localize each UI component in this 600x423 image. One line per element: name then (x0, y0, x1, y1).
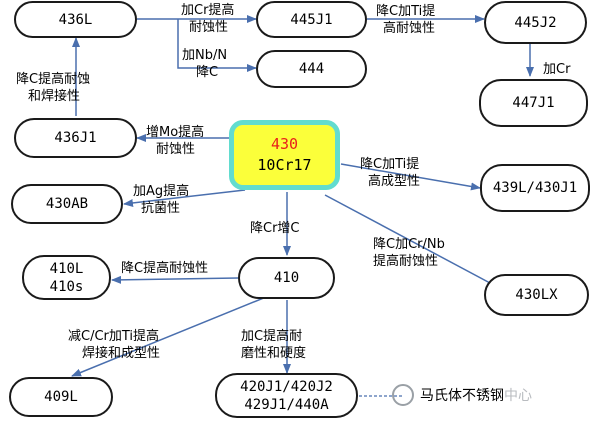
node-445J1: 445J1 (256, 1, 367, 38)
node-430-center: 430 10Cr17 (229, 120, 340, 190)
edge-410-410Ls (111, 275, 239, 284)
edge-center-439L (340, 163, 481, 191)
edge-center-430LX (324, 194, 506, 292)
node-410L-410s: 410L 410s (22, 255, 111, 300)
watermark-text: 马氏体不锈钢 (420, 388, 504, 404)
node-445J2: 445J2 (484, 1, 587, 44)
label-c-ti-forming: 降C加Ti提高成型性 (360, 157, 421, 189)
label-add-ag: 加Ag提高抗菌性 (133, 184, 190, 216)
label-add-cr: 加Cr提高耐蚀性 (181, 3, 235, 35)
center-grade-430: 430 (270, 135, 299, 153)
node-430AB: 430AB (11, 184, 123, 224)
node-430LX: 430LX (484, 274, 589, 316)
edge-center-430AB (123, 189, 246, 207)
watermark-circle-icon (392, 384, 414, 406)
watermark-tag: 马氏体不锈钢中心 (386, 379, 600, 413)
node-420-group: 420J1/420J2 429J1/440A (215, 373, 358, 418)
label-weldability: 降C提高耐蚀和焊接性 (16, 72, 91, 104)
label-hardness: 加C提高耐磨性和硬度 (241, 329, 307, 361)
label-c-corrosion: 降C提高耐蚀性 (121, 261, 209, 276)
node-444: 444 (256, 50, 367, 88)
node-436J1: 436J1 (14, 118, 137, 158)
center-grade-10cr17: 10Cr17 (257, 156, 312, 174)
node-436L: 436L (14, 1, 137, 38)
watermark-faint-text: 中心 (504, 388, 532, 404)
edge-410-409L (71, 296, 267, 377)
label-add-mo: 增Mo提高耐蚀性 (146, 125, 205, 157)
node-410: 410 (238, 257, 335, 299)
node-439L-430J1: 439L/430J1 (480, 164, 590, 212)
label-reduce-c-cr: 减C/Cr加Ti提高焊接和成型性 (68, 329, 161, 361)
node-447J1: 447J1 (479, 79, 588, 127)
edge-436L-444 (177, 19, 257, 72)
label-cr-c: 降Cr增C (250, 221, 300, 236)
node-409L: 409L (9, 377, 113, 417)
label-add-cr-short: 加Cr (543, 62, 571, 77)
label-c-ti-corrosion: 降C加Ti提高耐蚀性 (376, 4, 436, 36)
